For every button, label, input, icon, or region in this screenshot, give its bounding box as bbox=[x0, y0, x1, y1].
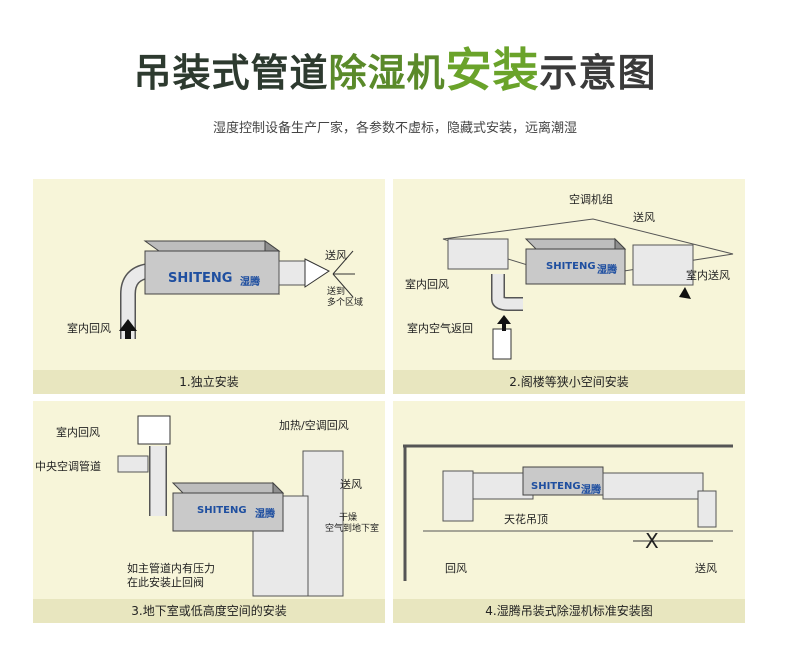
label-return: 室内回风 bbox=[56, 426, 100, 439]
label-supply: 送风 bbox=[325, 249, 347, 262]
diagram-attic bbox=[442, 218, 734, 360]
label-dry-air-2: 空气到地下室 bbox=[325, 524, 380, 534]
panel-standard: SHITENG 湿腾 天花吊顶 X 回风 送风 4.湿腾吊装式除湿机标准安装图 bbox=[393, 401, 745, 623]
label-return: 室内回风 bbox=[405, 278, 449, 291]
label-supply-to-1: 送到 bbox=[327, 287, 346, 297]
label-return: 回风 bbox=[445, 562, 467, 575]
panel-caption: 2.阁楼等狭小空间安装 bbox=[393, 370, 745, 394]
label-supply: 送风 bbox=[695, 562, 717, 575]
label-distance: X bbox=[645, 529, 659, 553]
diagram-basement bbox=[117, 415, 344, 597]
label-pressure-note-1: 如主管道内有压力 bbox=[127, 562, 215, 575]
label-pressure-note-2: 在此安装止回阀 bbox=[127, 576, 204, 589]
page-subtitle: 湿度控制设备生产厂家，各参数不虚标，隐藏式安装，远离潮湿 bbox=[212, 121, 577, 136]
label-ceiling: 天花吊顶 bbox=[504, 513, 548, 526]
label-dry-air-1: 干燥 bbox=[339, 513, 358, 523]
brand-cn: 湿腾 bbox=[240, 277, 260, 288]
panel-attic: SHITENG 湿腾 空调机组 送风 室内送风 室内回风 室内空气返回 2.阁楼… bbox=[393, 179, 745, 394]
label-central-duct: 中央空调管道 bbox=[35, 460, 101, 473]
title-part-2: 除湿机 bbox=[328, 51, 446, 95]
label-air-return: 室内空气返回 bbox=[407, 322, 473, 335]
label-heat-ac-return: 加热/空调回风 bbox=[279, 419, 349, 432]
title-part-1: 吊装式管道 bbox=[133, 51, 329, 95]
label-ac-unit: 空调机组 bbox=[569, 193, 613, 206]
brand-cn: 湿腾 bbox=[597, 265, 617, 276]
label-supply-to-2: 多个区域 bbox=[327, 298, 364, 308]
label-return: 室内回风 bbox=[67, 322, 111, 335]
panel-caption: 4.湿腾吊装式除湿机标准安装图 bbox=[393, 599, 745, 623]
diagram-standard bbox=[403, 444, 733, 581]
brand-cn: 湿腾 bbox=[581, 485, 601, 496]
brand-logo: SHITENG bbox=[546, 261, 596, 272]
label-indoor-supply: 室内送风 bbox=[686, 269, 730, 282]
panel-caption: 1.独立安装 bbox=[33, 370, 385, 394]
title-part-3: 安装 bbox=[445, 43, 540, 97]
brand-logo: SHITENG bbox=[168, 271, 233, 286]
page-title: 吊装式管道除湿机安装示意图 bbox=[0, 42, 790, 101]
panel-caption: 3.地下室或低高度空间的安装 bbox=[33, 599, 385, 623]
panel-basement: SHITENG 湿腾 室内回风 中央空调管道 加热/空调回风 送风 干燥 空气到… bbox=[33, 401, 385, 623]
brand-cn: 湿腾 bbox=[255, 509, 275, 520]
brand-logo: SHITENG bbox=[531, 481, 581, 492]
label-supply: 送风 bbox=[340, 478, 362, 491]
brand-logo: SHITENG bbox=[197, 505, 247, 516]
label-supply: 送风 bbox=[633, 211, 655, 224]
title-part-4: 示意图 bbox=[539, 51, 657, 95]
panel-standalone: SHITENG 湿腾 送风 送到 多个区域 室内回风 1.独立安装 bbox=[33, 179, 385, 394]
diagram-standalone bbox=[119, 240, 355, 339]
